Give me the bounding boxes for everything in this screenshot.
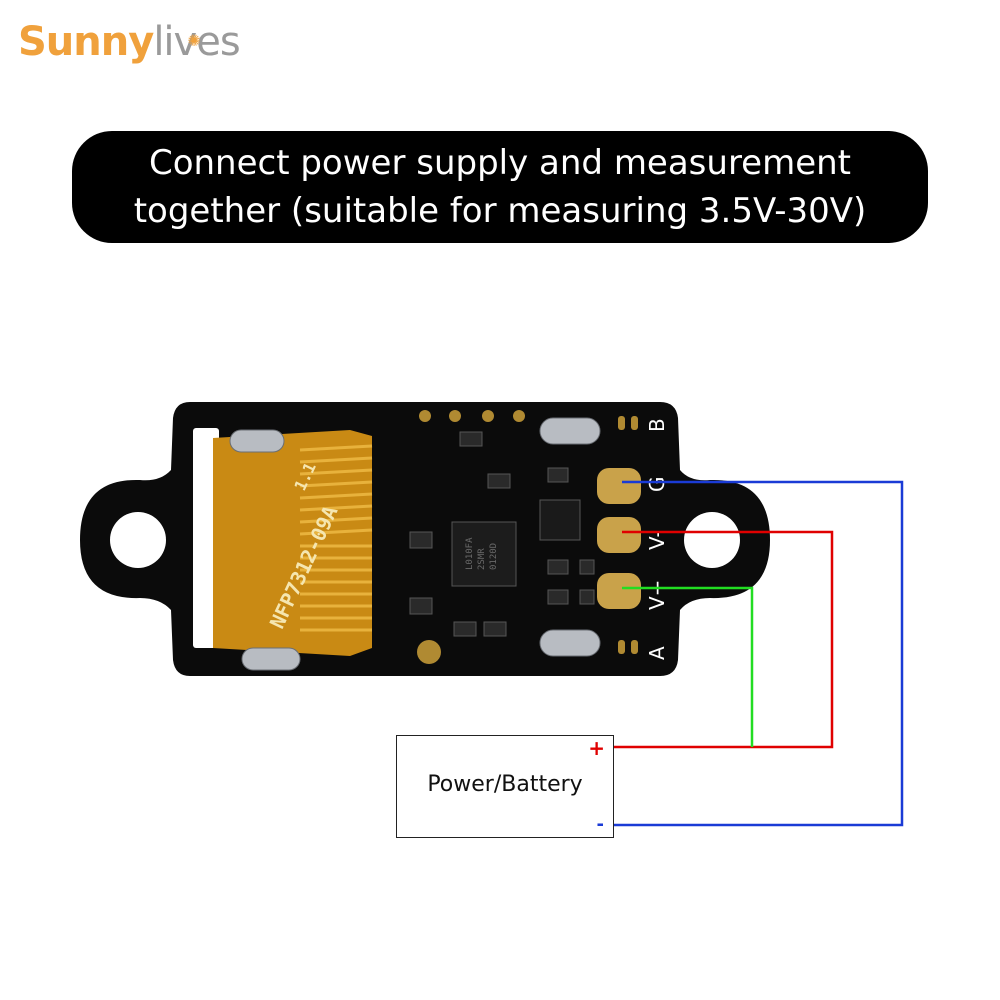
flex-cable: NFP7312-09A 1.1 (213, 430, 373, 656)
terminal-pads (597, 468, 641, 609)
positive-terminal: + (588, 736, 605, 760)
brand-logo-part1: Sunny (18, 19, 154, 65)
brand-logo-part2-text: lives (153, 19, 240, 65)
brand-logo-part2: ✺lives (153, 19, 240, 65)
sun-icon: ✺ (187, 31, 200, 50)
power-battery-box: + Power/Battery - (396, 735, 614, 838)
chip-line-2: 2SMR (477, 548, 487, 570)
negative-terminal: - (596, 814, 604, 835)
pin-label-a: A (645, 646, 669, 660)
chip-line-3: 0120D (489, 543, 499, 570)
smd-components (409, 431, 595, 637)
chip-line-1: L010FA (465, 537, 475, 570)
mounting-hole-right (684, 512, 740, 568)
instruction-text: Connect power supply and measurement tog… (133, 143, 867, 231)
mounting-hole-left (110, 512, 166, 568)
pin-label-vplus: V+ (645, 580, 669, 610)
pad-vplus (597, 573, 641, 609)
ground-wire (614, 480, 904, 827)
pad-vminus (597, 517, 641, 553)
brand-logo: Sunny✺lives (18, 14, 241, 70)
chip-marking: L010FA 2SMR 0120D (465, 537, 499, 570)
instruction-banner: Connect power supply and measurement tog… (72, 131, 928, 243)
pin-label-vminus: V- (645, 530, 669, 550)
pad-g (597, 468, 641, 504)
pin-label-g: G (645, 477, 669, 493)
solder-tabs (229, 417, 601, 671)
vminus-wire (614, 530, 834, 749)
header-holes (417, 410, 638, 664)
pin-labels: B G V- V+ A (645, 418, 669, 660)
display-slot (193, 428, 219, 648)
power-battery-label: Power/Battery (427, 772, 583, 797)
pin-label-b: B (645, 418, 669, 432)
vplus-wire (622, 586, 754, 747)
